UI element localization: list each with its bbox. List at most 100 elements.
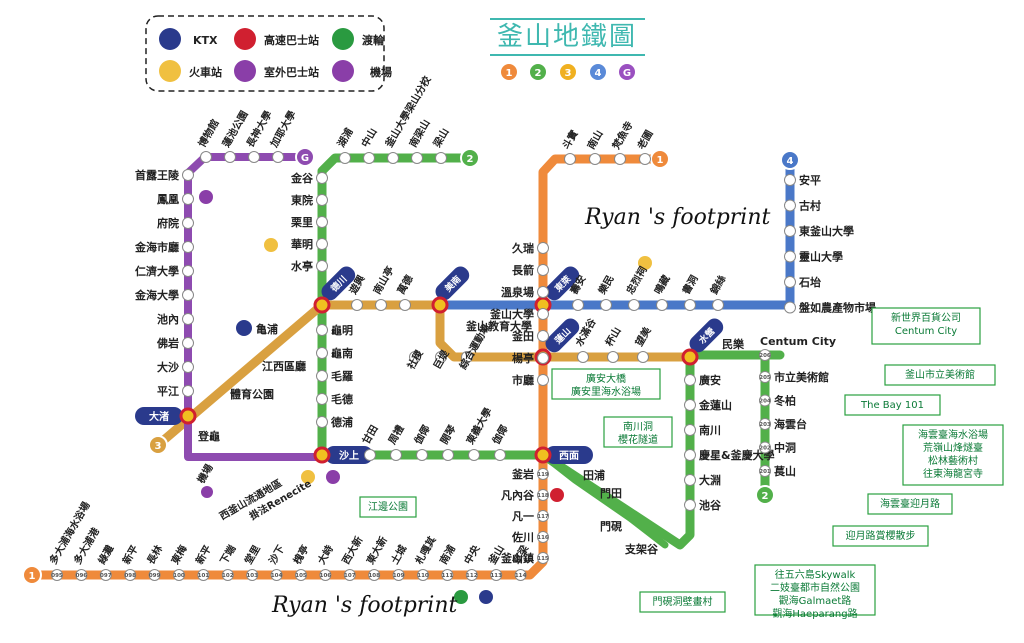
line1-bottom-dot-code: 104: [271, 573, 283, 579]
transfer-label-seomyeon: 西面: [559, 450, 579, 462]
lineg-top-station: 博物館: [195, 117, 221, 149]
line2-east-station: 冬柏: [774, 394, 796, 408]
line4-right-station: 盤如農產物市場: [798, 301, 876, 315]
line1-bottom-station: 槐亭: [290, 543, 312, 568]
line1-right-lower-dot-code: 119: [537, 472, 549, 478]
note-text: 海雲臺迎月路: [880, 497, 940, 510]
line3-mid-dot: [461, 351, 473, 363]
line1-right-upper-station: 溫泉場: [501, 285, 534, 299]
line1-bottom-station: 西大新: [339, 534, 365, 566]
line1-top-station: 梵魚寺: [609, 119, 635, 151]
line2-left-station: 金谷: [290, 171, 314, 185]
signature-bottom: Ryan 's footprint: [271, 593, 457, 618]
line4-left-station: 錦絲: [707, 273, 729, 298]
note-text: 迎月路賞櫻散步: [846, 529, 916, 542]
line1-bottom-dot: [343, 569, 356, 581]
line1-right-lower-dot: [537, 468, 549, 480]
line1-right-upper-dot: [537, 264, 549, 276]
line1-right-lower-station: 凡內谷: [501, 488, 535, 502]
line1-bottom-dot-code: 099: [149, 573, 161, 579]
note-text: Centum City: [895, 326, 957, 337]
line2-east-dot: [759, 418, 771, 430]
line1-bottom-dot: [465, 569, 478, 581]
line3-right-dot: [577, 351, 589, 363]
lineg-left-station: 首露王陵: [135, 168, 180, 182]
line2-east-dot: [759, 394, 771, 407]
line1-right-upper-station: 釜田: [511, 329, 534, 343]
end-badge-g: G: [301, 153, 309, 164]
line1-right-upper-dot: [537, 352, 549, 364]
line1-bottom-dot-code: 113: [490, 573, 502, 579]
line1-bottom-dot-code: 106: [320, 573, 332, 579]
transfer-stations: 德川 美南 東萊 蓮山 水營 大渚 西面: [135, 266, 724, 464]
lineg-left-dot: [182, 241, 194, 253]
note-text: 松林藝術村: [928, 454, 978, 467]
line1-top-dot: [564, 153, 576, 165]
legend: KTX 高速巴士站 渡輪 火車站 室外巴士站 機場: [159, 28, 392, 82]
line2-left-station: 東院: [291, 193, 313, 207]
legend-express-bus-label: 高速巴士站: [264, 33, 319, 47]
lineg-left-station: 大沙: [157, 360, 179, 374]
intercity-bus-icon: [199, 190, 213, 204]
train-icon: [301, 470, 315, 484]
badge-line-1: 1: [506, 68, 513, 79]
lineg-left-station: 金海市廳: [134, 240, 179, 254]
line4-left-dot: [628, 299, 640, 311]
line1-bottom-station: 堂里: [242, 543, 263, 567]
line2-right-station: 慶星&釜慶大學: [699, 448, 775, 462]
lineg-left-station: 佛岩: [156, 336, 179, 350]
line1-bottom-dot: [514, 569, 527, 581]
note-text: 門硯洞壁畫村: [653, 595, 713, 608]
line4-left-dot: [600, 299, 612, 311]
ktx-icon: [159, 28, 181, 50]
line2-east-dot-code: 201: [759, 469, 771, 475]
line3-top-station: 南山亭: [370, 264, 396, 296]
line2-left-dot: [316, 216, 328, 228]
line2-right-dot: [684, 449, 696, 461]
line2-top-dot: [363, 152, 375, 164]
note-text: 釜山市立美術館: [905, 368, 975, 381]
legend-airport-label: 機場: [370, 65, 392, 79]
line1-right-lower-dot-code: 116: [537, 535, 549, 541]
line1-right-upper-dot: [537, 330, 549, 342]
badge-line-4: 4: [595, 68, 602, 79]
lineg-left-dot: [182, 385, 194, 397]
line2-right-dot: [684, 374, 696, 386]
transfer-dongnae: 東萊: [534, 266, 580, 314]
note-text: 櫻花隧道: [618, 433, 658, 446]
legend-box: [145, 15, 385, 92]
line1-bottom-dot: [441, 569, 454, 581]
station-labels: 095多大浦海水浴場096多大浦港097綠灘098新平099長林100東梅101…: [46, 73, 876, 581]
note-box: [639, 591, 726, 613]
transfer-seomyeon: 西面: [534, 446, 593, 464]
note-box: [832, 525, 929, 547]
lineg-left-dot: [182, 265, 194, 277]
line4-right-dot: [784, 250, 796, 263]
transfer-daejeo: 大渚: [135, 407, 197, 425]
line2-right-station: 大淵: [699, 473, 721, 487]
line1-bottom-dot: [319, 569, 332, 581]
end-badge-4: 4: [787, 156, 794, 167]
express-bus-icon: [234, 28, 256, 50]
line1-bottom-dot: [221, 569, 234, 581]
line4-left-dot: [656, 299, 668, 311]
line1-top-station: 斗實: [559, 128, 580, 152]
line2-top-dot: [339, 152, 351, 164]
line-2-path: [317, 153, 770, 550]
line2-left-station: 水亭: [291, 259, 313, 273]
line1-bottom-dot-code: 096: [76, 573, 88, 579]
line1-bottom-dot: [490, 569, 503, 581]
line1-bottom-station: 長林: [144, 542, 166, 567]
line2-mid-station: 毛德: [331, 392, 353, 406]
note-box: [884, 364, 996, 386]
line2-mid-dot: [316, 324, 328, 336]
line2-bottom-dot: [416, 449, 428, 461]
line1-bottom-dot-code: 110: [417, 573, 429, 579]
line2-bottom-dot: [442, 449, 454, 461]
lineg-left-dot: [182, 361, 194, 373]
line2-bottom-station: 伽倻: [489, 423, 510, 447]
line2-east-station: 中洞: [774, 441, 796, 455]
lineg-station: 機場: [194, 462, 215, 486]
intercity-bus-icon: [234, 60, 256, 82]
